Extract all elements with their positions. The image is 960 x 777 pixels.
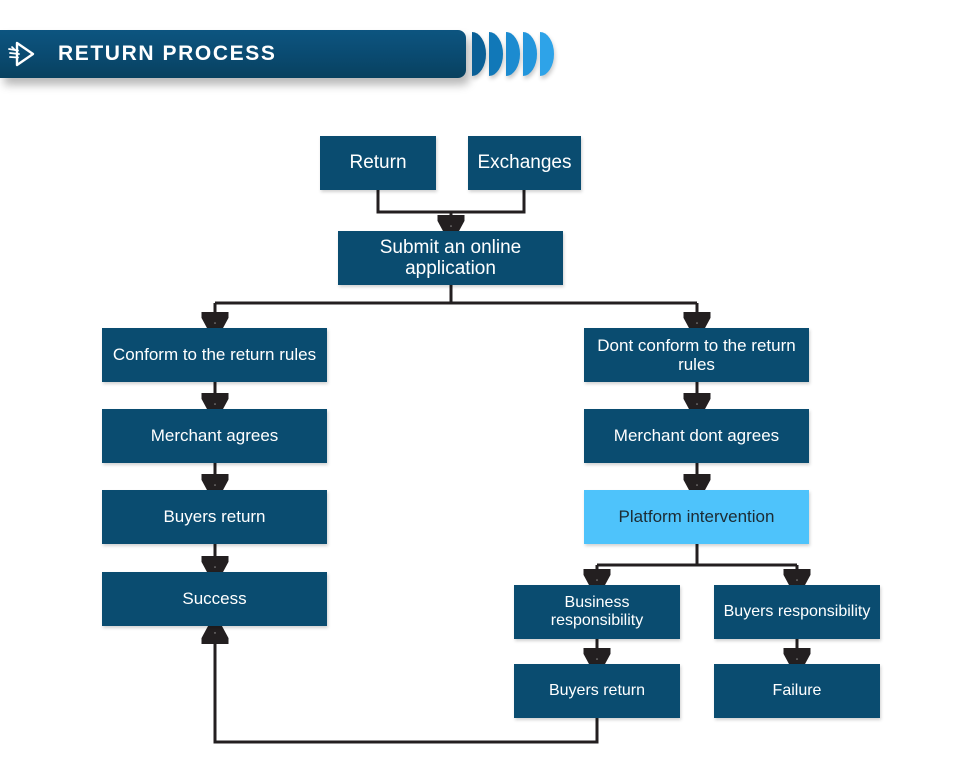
node-buyers-responsibility[interactable]: Buyers responsibility <box>714 585 880 639</box>
node-conform-return-rules[interactable]: Conform to the return rules <box>102 328 327 382</box>
header-decorative-arcs <box>472 32 554 80</box>
node-business-responsibility[interactable]: Business responsibility <box>514 585 680 639</box>
arc-bar-2 <box>489 32 503 76</box>
page-title: RETURN PROCESS <box>58 42 277 65</box>
node-dont-conform-return-rules-label: Dont conform to the return rules <box>597 335 796 374</box>
node-failure-label: Failure <box>772 682 822 700</box>
node-business-responsibility-label: Business responsibility <box>550 594 644 629</box>
node-exchanges-label: Exchanges <box>477 152 572 174</box>
node-platform-intervention-label: Platform intervention <box>618 507 775 527</box>
node-buyers-return-left[interactable]: Buyers return <box>102 490 327 544</box>
node-merchant-dont-agrees[interactable]: Merchant dont agrees <box>584 409 809 463</box>
node-buyers-return-bottom-label: Buyers return <box>548 682 646 700</box>
node-merchant-agrees-label: Merchant agrees <box>150 426 279 446</box>
node-failure[interactable]: Failure <box>714 664 880 718</box>
node-buyers-responsibility-label: Buyers responsibility <box>723 603 871 621</box>
node-submit-application[interactable]: Submit an online application <box>338 231 563 285</box>
node-exchanges[interactable]: Exchanges <box>468 136 581 190</box>
node-buyers-return-left-label: Buyers return <box>163 507 266 527</box>
arc-bar-1 <box>472 32 486 76</box>
arc-bar-3 <box>506 32 520 76</box>
edge-merge-bar <box>376 190 526 214</box>
node-conform-return-rules-label: Conform to the return rules <box>112 345 317 365</box>
arc-bar-4 <box>523 32 537 76</box>
node-dont-conform-return-rules[interactable]: Dont conform to the return rules <box>584 328 809 382</box>
node-success-label: Success <box>182 589 247 609</box>
node-submit-application-label: Submit an online application <box>379 236 522 279</box>
play-arrow-motion-icon <box>0 30 44 78</box>
node-merchant-dont-agrees-label: Merchant dont agrees <box>613 426 780 446</box>
arc-bar-5 <box>540 32 554 76</box>
node-success[interactable]: Success <box>102 572 327 626</box>
node-buyers-return-bottom[interactable]: Buyers return <box>514 664 680 718</box>
node-platform-intervention[interactable]: Platform intervention <box>584 490 809 544</box>
node-return-label: Return <box>349 152 407 174</box>
node-merchant-agrees[interactable]: Merchant agrees <box>102 409 327 463</box>
header-banner: RETURN PROCESS <box>0 30 466 78</box>
node-return[interactable]: Return <box>320 136 436 190</box>
